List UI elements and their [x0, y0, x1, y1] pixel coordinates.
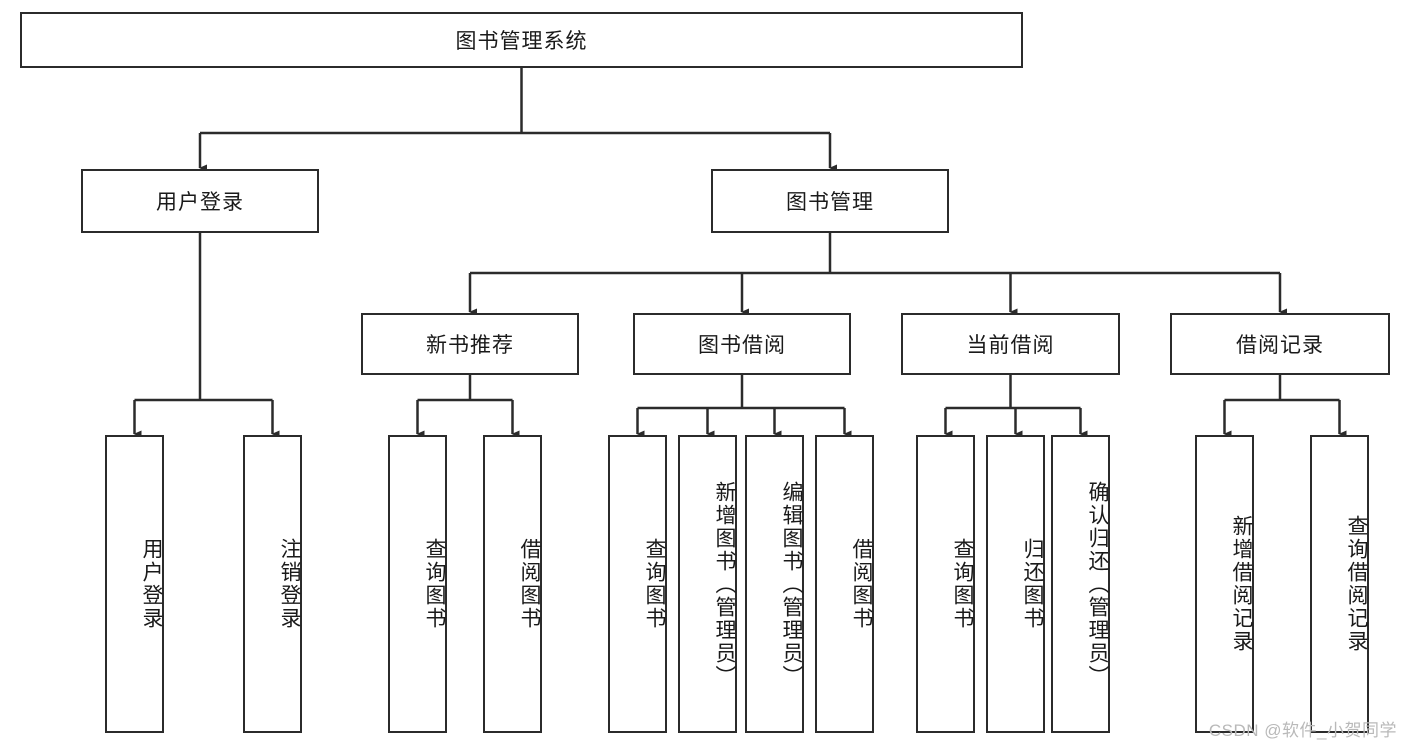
node-root[interactable]: 图书管理系统 [20, 12, 1023, 68]
node-b3[interactable]: 编辑图书（管理员） [745, 435, 804, 733]
node-borrow[interactable]: 图书借阅 [633, 313, 851, 375]
node-label: 借阅记录 [1236, 334, 1324, 357]
node-r1[interactable]: 新增借阅记录 [1195, 435, 1254, 733]
node-label: 编辑图书（管理员） [780, 480, 803, 688]
node-label: 注销登录 [278, 538, 301, 630]
node-label: 确认归还（管理员） [1086, 480, 1109, 688]
node-b2[interactable]: 新增图书（管理员） [678, 435, 737, 733]
node-login[interactable]: 用户登录 [81, 169, 319, 233]
node-label: 查询图书 [643, 538, 666, 630]
node-label: 新书推荐 [426, 334, 514, 357]
node-label: 查询借阅记录 [1345, 515, 1368, 653]
node-label: 新增图书（管理员） [713, 480, 736, 688]
node-label: 图书借阅 [698, 334, 786, 357]
node-records[interactable]: 借阅记录 [1170, 313, 1390, 375]
node-c1[interactable]: 查询图书 [916, 435, 975, 733]
node-label: 图书管理系统 [455, 30, 588, 53]
node-label: 新增借阅记录 [1230, 515, 1253, 653]
csdn-watermark: CSDN @软件_小贺同学 [1208, 721, 1397, 740]
node-l2[interactable]: 注销登录 [243, 435, 302, 733]
node-c2[interactable]: 归还图书 [986, 435, 1045, 733]
node-c3[interactable]: 确认归还（管理员） [1051, 435, 1110, 733]
node-label: 借阅图书 [850, 538, 873, 630]
node-b4[interactable]: 借阅图书 [815, 435, 874, 733]
node-label: 查询图书 [951, 538, 974, 630]
node-label: 用户登录 [140, 538, 163, 630]
node-label: 用户登录 [156, 191, 244, 214]
node-label: 借阅图书 [518, 538, 541, 630]
node-label: 查询图书 [423, 538, 446, 630]
node-b1[interactable]: 查询图书 [608, 435, 667, 733]
node-n2[interactable]: 借阅图书 [483, 435, 542, 733]
node-r2[interactable]: 查询借阅记录 [1310, 435, 1369, 733]
node-bookmgmt[interactable]: 图书管理 [711, 169, 949, 233]
node-newbook[interactable]: 新书推荐 [361, 313, 579, 375]
node-label: 图书管理 [786, 191, 874, 214]
node-n1[interactable]: 查询图书 [388, 435, 447, 733]
node-l1[interactable]: 用户登录 [105, 435, 164, 733]
node-label: 当前借阅 [966, 334, 1055, 357]
node-current[interactable]: 当前借阅 [901, 313, 1120, 375]
node-label: 归还图书 [1021, 538, 1044, 630]
